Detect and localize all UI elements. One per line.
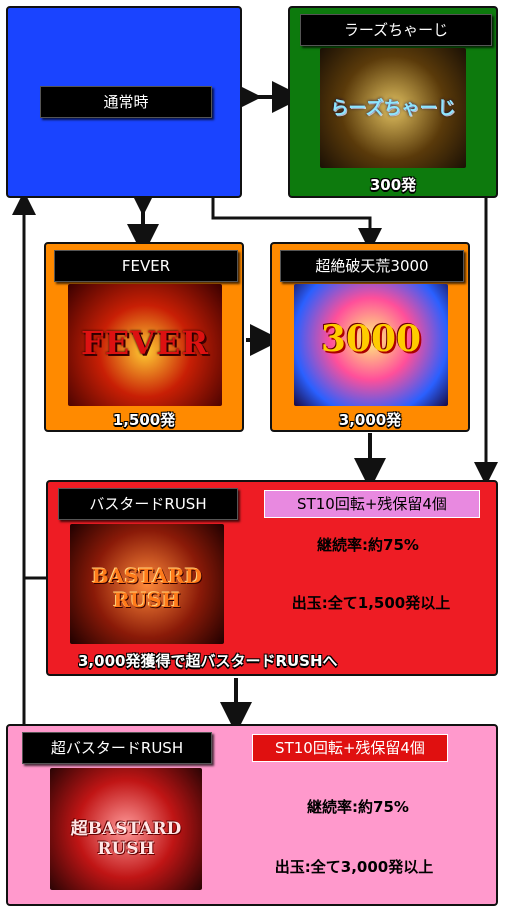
arrow-normal-superdestruction bbox=[211, 198, 382, 252]
bastard-rush-title: バスタードRUSH bbox=[58, 488, 238, 520]
bastard-rush-box: バスタードRUSH ST10回転+残保留4個 BASTARD RUSH 継続率:… bbox=[46, 480, 498, 676]
normal-box: 通常時 bbox=[6, 6, 242, 198]
bastard-rush-image: BASTARD RUSH bbox=[70, 524, 224, 644]
super-destruction-amount: 3,000発 bbox=[338, 411, 402, 429]
bastard-rush-continuation: 継続率:約75% bbox=[317, 536, 419, 554]
super-bastard-rush-continuation: 継続率:約75% bbox=[307, 798, 409, 816]
super-bastard-rush-badge: ST10回転+残保留4個 bbox=[252, 734, 448, 762]
super-bastard-rush-image: 超BASTARD RUSH bbox=[50, 768, 202, 890]
charge-image: らーズちゃーじ bbox=[320, 48, 466, 168]
super-destruction-title: 超絶破天荒3000 bbox=[280, 250, 464, 282]
fever-title: FEVER bbox=[54, 250, 238, 282]
super-bastard-rush-payout: 出玉:全て3,000発以上 bbox=[274, 858, 434, 876]
normal-title: 通常時 bbox=[40, 86, 212, 118]
fever-box: FEVER FEVER 1,500発 bbox=[44, 242, 244, 432]
fever-image-text: FEVER bbox=[81, 324, 209, 362]
charge-amount: 300発 bbox=[369, 176, 417, 194]
super-destruction-image: 3000 bbox=[294, 284, 448, 406]
super-bastard-rush-box: 超バスタードRUSH ST10回転+残保留4個 超BASTARD RUSH 継続… bbox=[6, 724, 498, 906]
charge-title: ラーズちゃーじ bbox=[300, 14, 492, 46]
charge-image-text: らーズちゃーじ bbox=[330, 98, 456, 119]
super-destruction-image-text: 3000 bbox=[320, 318, 422, 360]
charge-box: ラーズちゃーじ らーズちゃーじ 300発 bbox=[288, 6, 498, 198]
super-bastard-rush-title: 超バスタードRUSH bbox=[22, 732, 212, 764]
fever-amount: 1,500発 bbox=[112, 411, 176, 429]
super-bastard-rush-image-text: 超BASTARD RUSH bbox=[70, 819, 182, 859]
bastard-rush-badge: ST10回転+残保留4個 bbox=[264, 490, 480, 518]
bastard-rush-upgrade-note: 3,000発獲得で超バスタードRUSHへ bbox=[78, 652, 338, 670]
bastard-rush-image-text: BASTARD RUSH bbox=[91, 564, 203, 612]
bastard-rush-payout: 出玉:全て1,500発以上 bbox=[291, 594, 451, 612]
super-destruction-box: 超絶破天荒3000 3000 3,000発 bbox=[270, 242, 470, 432]
fever-image: FEVER bbox=[68, 284, 222, 406]
